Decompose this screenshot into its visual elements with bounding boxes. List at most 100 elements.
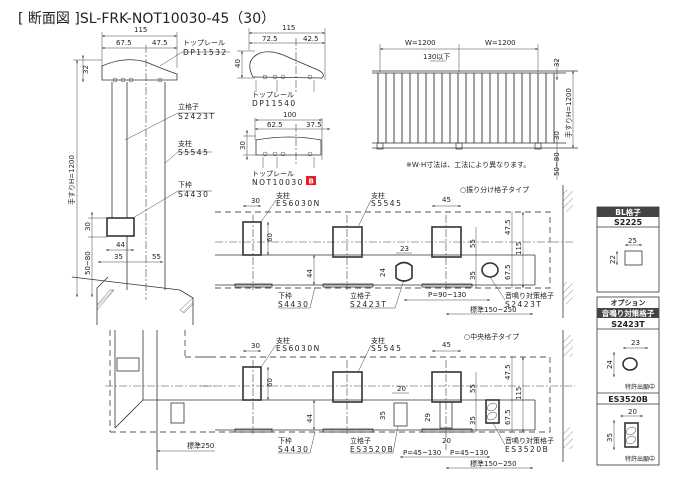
dim-60: 60 [266,233,274,242]
patent-note-2: 特許出願中 [625,455,655,463]
dim-pitch: 130以下 [423,53,450,61]
dim-25: 25 [628,237,637,245]
bl-header: BL格子 [615,207,641,217]
baluster-es3520b [393,402,408,427]
dimension-note: ※W·H寸法は、工法により異なります。 [406,160,530,169]
side-panel: BL格子 S2225 25 22 オプション 音鳴り対策格子 S2423T 23… [596,206,660,466]
sound-label: 音鳴り対策格子 [505,291,554,300]
post-es6030n [242,366,262,401]
rail3-code: NOT10030 [252,178,304,187]
left-section-view: 115 67.5 47.5 32 トップレール DP11532 立格子 S242… [67,26,230,470]
slab-edge [71,276,194,325]
baluster-code: S2423T [178,112,215,121]
dim-115: 115 [282,24,295,32]
dim-44: 44 [116,241,125,249]
post-base [455,142,463,150]
dim-22: 22 [609,255,617,264]
plan1-type-label: ○振り分け格子タイプ [460,185,529,194]
dim-55: 55 [152,253,161,261]
badge-b-text: B [309,178,314,186]
sound-label: 音鳴り対策格子 [505,436,554,445]
dim-w1: W=1200 [405,39,436,47]
dim-47-5: 47.5 [504,364,512,380]
dim-height: 手すりH=1200 [564,88,573,138]
dim-115: 115 [515,242,523,255]
dim-40: 40 [234,59,242,68]
baluster-code: ES3520B [350,445,394,454]
post1-label: 支柱 [276,191,290,200]
opt1-section [622,357,638,371]
dim-std-250: 標準250 [187,441,214,450]
rail-label: トップレール [183,39,225,47]
dim-std: 標準150~250 [470,305,517,314]
patent-note-1: 特許出願中 [625,383,655,391]
dim-45: 45 [442,196,451,204]
dim-35: 35 [469,416,477,425]
sound-baluster-es3520b [485,399,500,424]
plan-view-center-type: 30 支柱 ES6030N 60 支柱 S5545 45 ○中央格子タイプ 55… [200,330,575,469]
dim-pitch: P=90~130 [428,291,466,299]
dim-20: 20 [397,385,406,393]
dim-62-5: 62.5 [267,121,283,129]
post-s5545 [332,371,363,403]
dim-60: 60 [266,378,274,387]
plan2-type-label: ○中央格子タイプ [464,332,519,341]
dim-115: 115 [134,26,147,34]
dim-30: 30 [251,197,260,205]
dim-35: 35 [606,433,614,442]
option-header: オプション [611,298,646,307]
baluster-s2423t [395,261,413,282]
baluster-code: S2423T [350,300,387,309]
rail2-label: トップレール [252,91,294,99]
baluster-label: 立格子 [350,291,371,300]
dim-50-80: 50~80 [553,152,561,176]
opt2-section [624,422,639,448]
sound-code: S2423T [505,300,542,309]
baluster-label: 立格子 [350,436,371,445]
bottom-frame-code: S4430 [178,190,209,199]
top-rail-dp11540-view: 115 72.5 42.5 40 トップレール DP11540 [234,24,326,108]
dim-32: 32 [553,58,561,67]
top-rail-dp11532 [101,59,178,81]
post2-code: S5545 [371,199,402,208]
dim-20: 20 [628,408,637,416]
dim-67-5: 67.5 [504,264,512,280]
dim-55: 55 [469,384,477,393]
dim-30: 30 [84,222,92,231]
post-base [376,142,384,150]
post1-label: 支柱 [276,336,290,345]
sound-baluster-s2423t [481,262,499,278]
bottom-label: 下枠 [278,291,292,300]
dim-w2: W=1200 [485,39,516,47]
bottom-frame-label: 下枠 [178,180,192,189]
opt1-code: S2423T [611,320,645,329]
dim-24: 24 [606,360,614,369]
post-s5545-b [431,226,462,258]
bottom-frame-section [106,217,135,237]
baluster-label: 立格子 [178,102,199,111]
dim-50-80: 50~80 [84,251,92,275]
dim-pitch1: P=45~130 [403,449,441,457]
post2-label: 支柱 [371,336,385,345]
dim-pitch2: P=45~130 [450,449,488,457]
dim-37-5: 37.5 [306,121,322,129]
bl-code: S2225 [614,218,642,227]
dim-30: 30 [239,141,247,150]
post-s5545 [332,226,363,258]
opt2-code: ES3520B [608,395,648,404]
dim-72-5: 72.5 [262,35,278,43]
dim-47-5: 47.5 [152,39,168,47]
bottom-code: S4430 [278,300,309,309]
dim-23: 23 [400,245,409,253]
dim-24: 24 [379,268,387,277]
post1-code: ES6030N [276,199,321,208]
dim-height: 手すりH=1200 [67,155,76,205]
dim-44: 44 [306,414,314,423]
dim-67-5: 67.5 [504,409,512,425]
dim-115: 115 [515,387,523,400]
dim-100: 100 [283,111,296,119]
dim-45: 45 [442,341,451,349]
dim-std: 標準150~250 [470,459,517,468]
post-s5545-b [431,371,462,403]
